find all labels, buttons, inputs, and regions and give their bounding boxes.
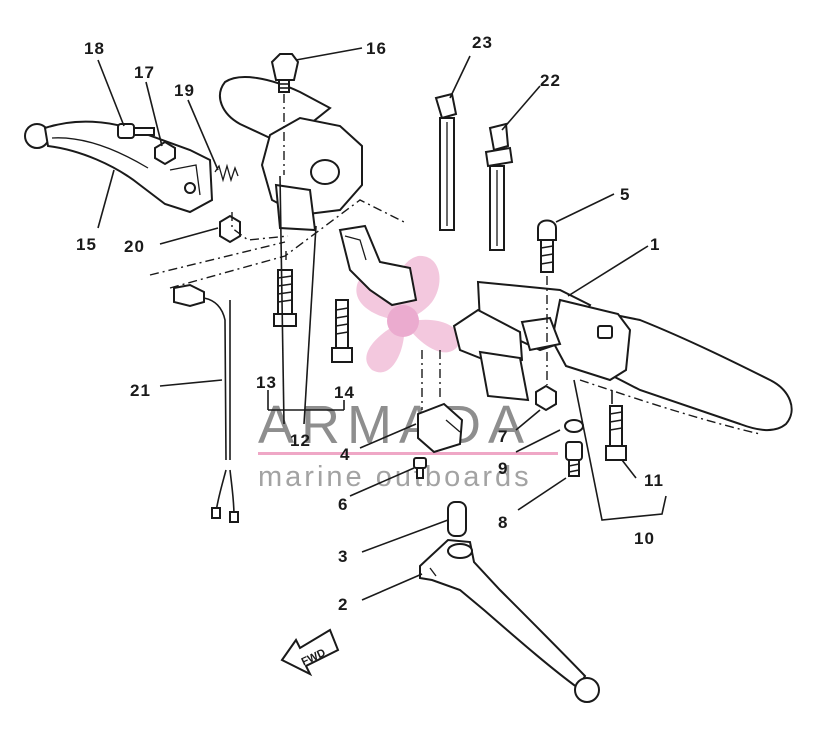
lever-nut bbox=[154, 140, 176, 166]
callout-17: 17 bbox=[134, 63, 155, 82]
callout-4: 4 bbox=[340, 445, 350, 464]
pivot-pin-3 bbox=[447, 501, 467, 537]
watermark-rule bbox=[258, 452, 558, 455]
switch-4 bbox=[417, 350, 464, 454]
callout-labels: 1 2 3 4 5 6 7 8 9 10 11 12 13 14 15 16 1… bbox=[76, 33, 664, 614]
leader-lines bbox=[97, 47, 667, 601]
callout-14: 14 bbox=[334, 383, 355, 402]
lever-spring bbox=[214, 163, 239, 183]
callout-7: 7 bbox=[498, 427, 508, 446]
callout-23: 23 bbox=[472, 33, 493, 52]
bolt-14 bbox=[331, 299, 353, 363]
nut-7 bbox=[535, 384, 557, 412]
left-grip-housing bbox=[219, 76, 418, 307]
right-grip-housing bbox=[452, 280, 793, 435]
right-lever bbox=[419, 538, 600, 703]
fwd-arrow-icon: FWD bbox=[280, 628, 340, 677]
callout-12: 12 bbox=[290, 431, 311, 450]
bolt-13 bbox=[273, 269, 297, 327]
callout-22: 22 bbox=[540, 71, 561, 90]
callout-19: 19 bbox=[174, 81, 195, 100]
lever-bolt bbox=[117, 123, 155, 139]
watermark-logo: ARMADA marine outboards bbox=[258, 255, 558, 493]
callout-18: 18 bbox=[84, 39, 105, 58]
callout-13: 13 bbox=[256, 373, 277, 392]
screw-8 bbox=[565, 441, 583, 477]
callout-10: 10 bbox=[634, 529, 655, 548]
bolt-11 bbox=[605, 405, 627, 461]
cable-tie-22 bbox=[484, 122, 514, 251]
callout-11: 11 bbox=[644, 471, 664, 490]
callout-16: 16 bbox=[366, 39, 387, 58]
washer-9 bbox=[564, 419, 584, 433]
callout-5: 5 bbox=[620, 185, 630, 204]
watermark-brand: ARMADA bbox=[258, 395, 531, 455]
callout-3: 3 bbox=[338, 547, 348, 566]
callout-15: 15 bbox=[76, 235, 97, 254]
assembly-lines-left bbox=[149, 94, 405, 289]
bolt-16 bbox=[270, 53, 300, 93]
callout-6: 6 bbox=[338, 495, 348, 514]
callout-8: 8 bbox=[498, 513, 508, 532]
callout-1: 1 bbox=[650, 235, 660, 254]
callout-9: 9 bbox=[498, 459, 508, 478]
bolt-5 bbox=[537, 219, 557, 385]
wire-harness bbox=[173, 283, 239, 523]
screw-6 bbox=[413, 457, 427, 479]
callout-21: 21 bbox=[130, 381, 151, 400]
cable-tie-23 bbox=[434, 92, 458, 231]
nut-20 bbox=[219, 214, 241, 244]
callout-2: 2 bbox=[338, 595, 348, 614]
callout-20: 20 bbox=[124, 237, 145, 256]
